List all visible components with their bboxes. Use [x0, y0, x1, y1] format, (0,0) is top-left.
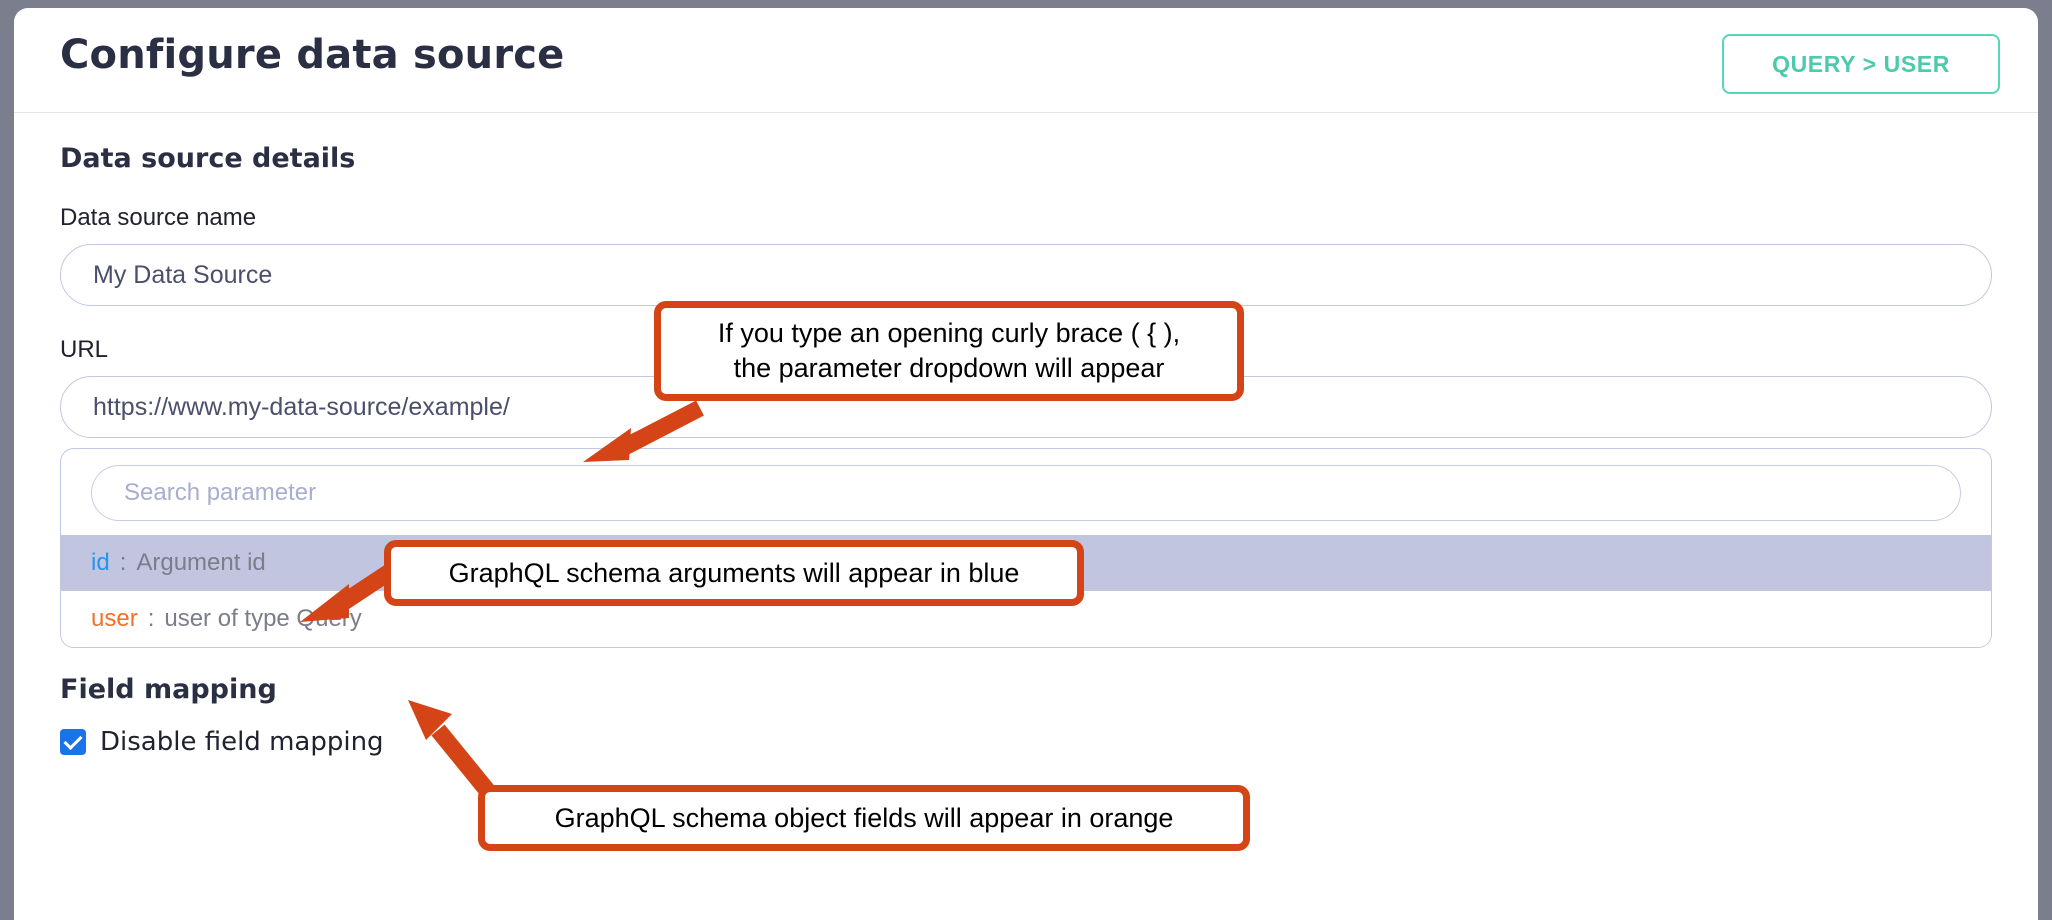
field-mapping-heading: Field mapping: [60, 674, 277, 705]
checkbox-checked-icon[interactable]: [60, 729, 86, 755]
parameter-colon: :: [147, 605, 155, 632]
annotation-callout-curly-brace: If you type an opening curly brace ( { )…: [654, 301, 1244, 401]
page-title: Configure data source: [60, 32, 565, 78]
parameter-key-user: user: [91, 605, 138, 632]
annotation-arrow-1: [583, 400, 704, 462]
data-source-name-input[interactable]: My Data Source: [60, 244, 1992, 306]
disable-field-mapping-row[interactable]: Disable field mapping: [60, 727, 1992, 757]
url-label: URL: [60, 336, 109, 363]
query-user-button[interactable]: QUERY > USER: [1722, 34, 2000, 94]
parameter-key-id: id: [91, 549, 110, 576]
dialog-body: Data source details Data source name My …: [14, 143, 2038, 757]
annotation-callout-object-fields-orange: GraphQL schema object fields will appear…: [478, 785, 1250, 851]
dialog-header: Configure data source QUERY > USER: [14, 8, 2038, 113]
disable-field-mapping-label: Disable field mapping: [100, 727, 384, 757]
search-parameter-input[interactable]: Search parameter: [91, 465, 1961, 521]
data-source-name-label: Data source name: [60, 204, 257, 231]
annotation-callout-arguments-blue: GraphQL schema arguments will appear in …: [384, 540, 1084, 606]
data-source-details-heading: Data source details: [60, 143, 356, 174]
configure-data-source-card: Configure data source QUERY > USER Data …: [14, 8, 2038, 920]
parameter-colon: :: [119, 549, 127, 576]
parameter-description-id: Argument id: [136, 549, 266, 576]
